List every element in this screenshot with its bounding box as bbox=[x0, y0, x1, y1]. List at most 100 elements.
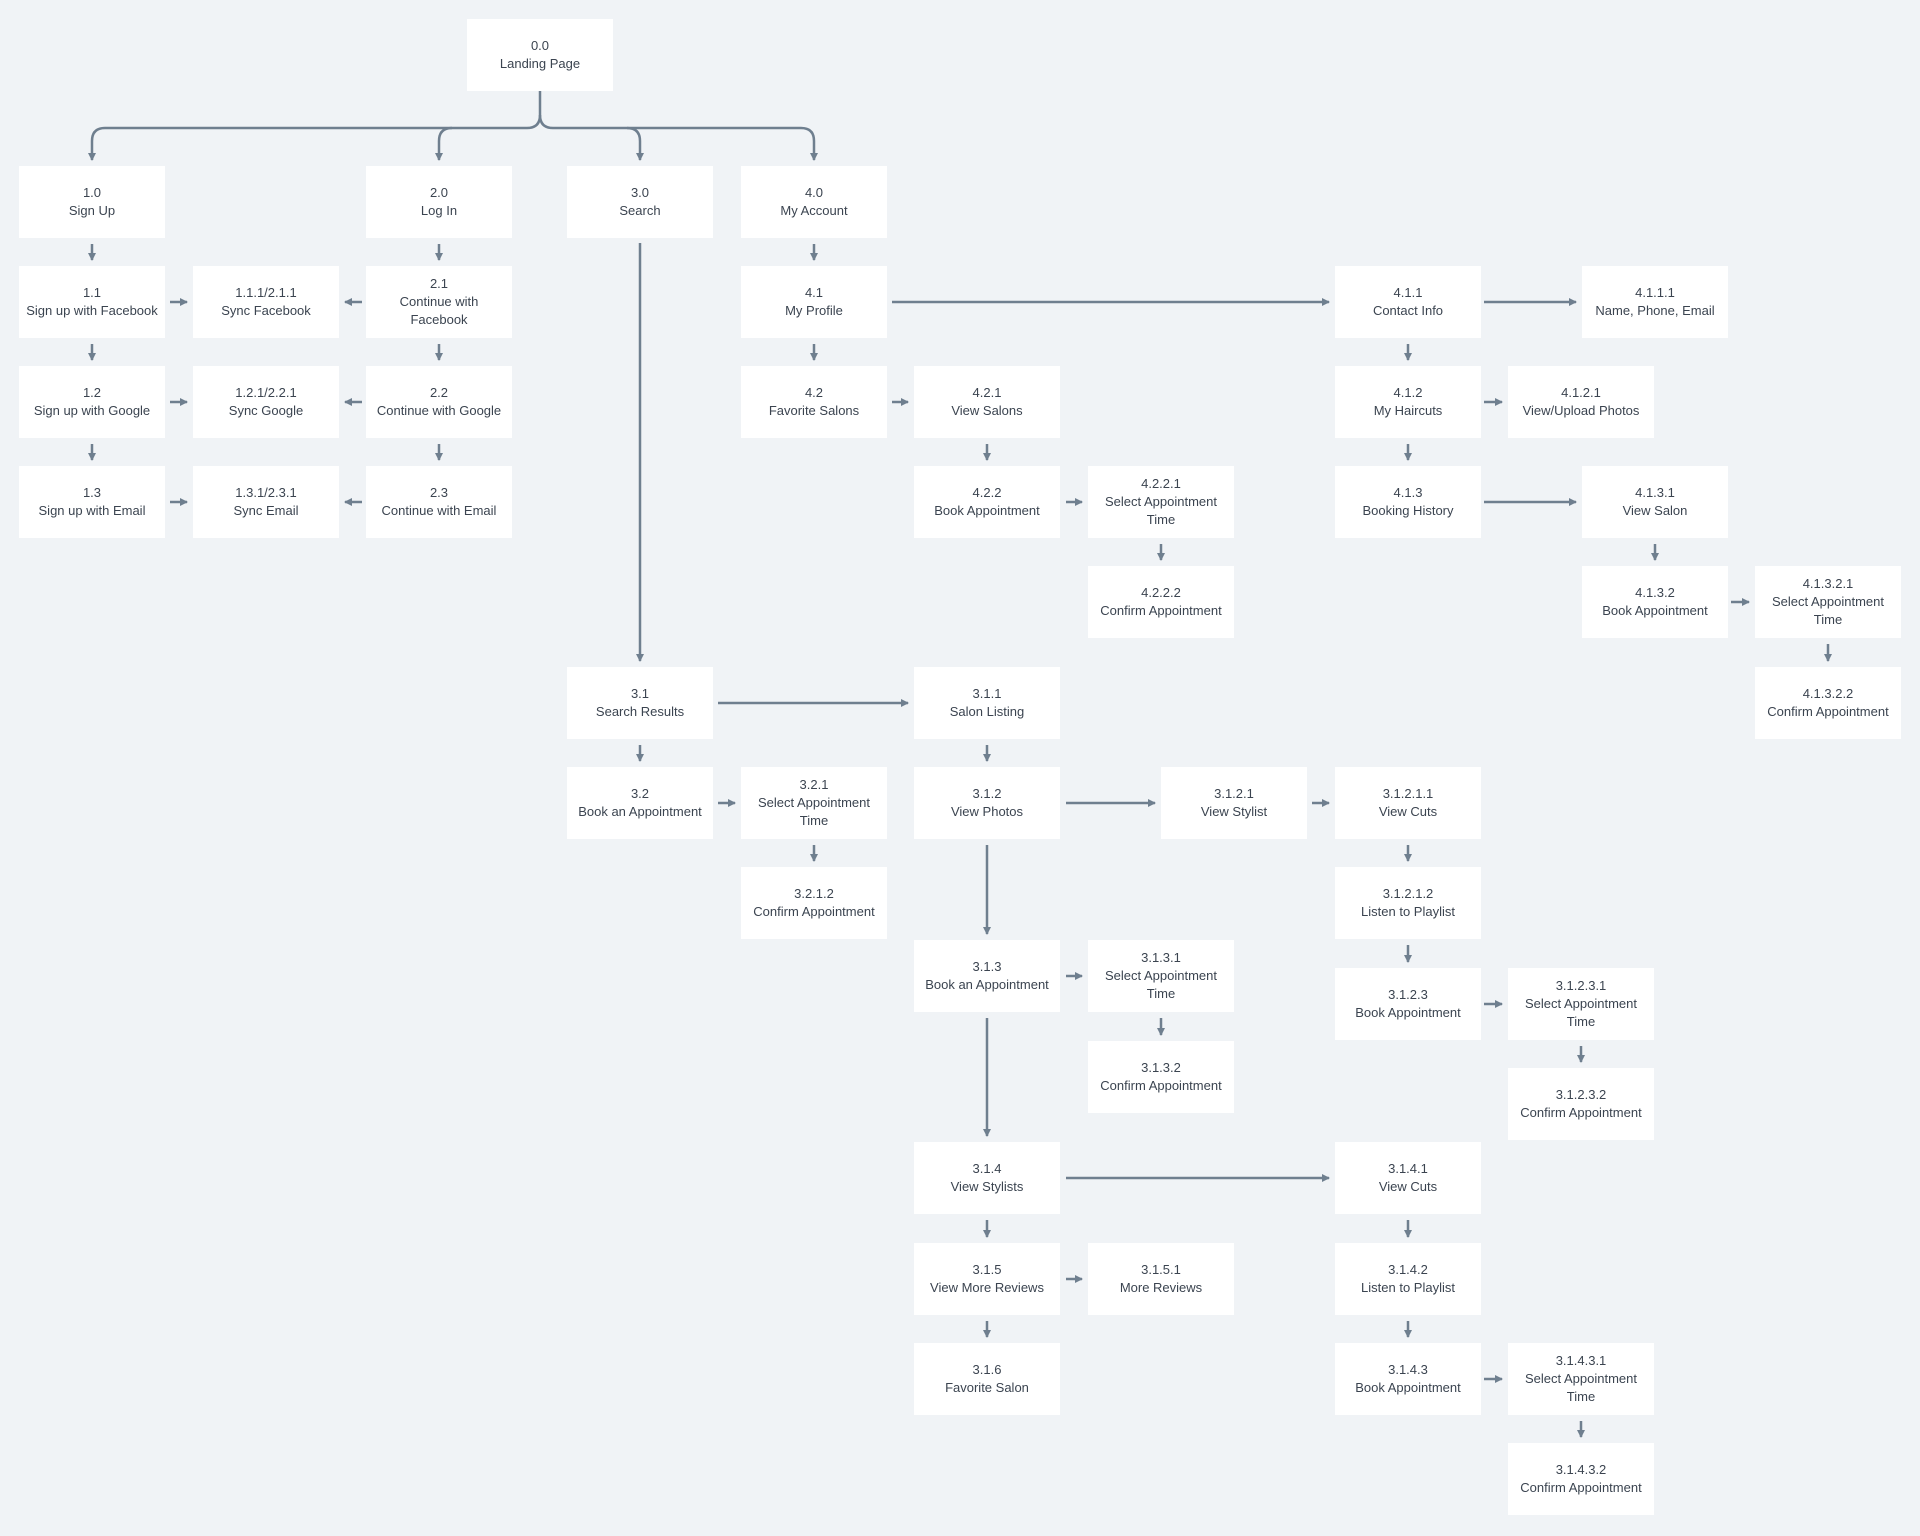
node-label: Select Appointment Time bbox=[1524, 996, 1638, 1029]
node-label: Landing Page bbox=[499, 56, 581, 71]
node-id: 3.1.2 bbox=[972, 786, 1002, 801]
connector-arrow bbox=[435, 126, 453, 161]
node-id: 4.2.2 bbox=[972, 485, 1002, 500]
node-id: 4.1.3.1 bbox=[1635, 485, 1675, 500]
node-id: 2.0 bbox=[429, 185, 449, 200]
node-id: 2.2 bbox=[429, 385, 449, 400]
node-id: 4.1.2 bbox=[1393, 385, 1423, 400]
node-id: 0.0 bbox=[530, 38, 550, 53]
node-label: Sign up with Email bbox=[38, 503, 146, 518]
node-label: Book Appointment bbox=[1602, 603, 1708, 618]
node-label: Book an Appointment bbox=[925, 977, 1049, 992]
node-label: Confirm Appointment bbox=[1767, 704, 1889, 719]
node-id: 1.0 bbox=[82, 185, 102, 200]
node-label: Sign up with Facebook bbox=[26, 303, 158, 318]
node-id: 1.3 bbox=[82, 485, 102, 500]
node-id: 1.2 bbox=[82, 385, 102, 400]
node-id: 3.1.2.3 bbox=[1388, 987, 1428, 1002]
node-label: Search Results bbox=[595, 704, 685, 719]
node-id: 4.1.3 bbox=[1393, 485, 1423, 500]
node-label: Sync Email bbox=[233, 503, 299, 518]
node-id: 1.1.1/2.1.1 bbox=[235, 285, 297, 300]
node-id: 2.3 bbox=[429, 485, 449, 500]
node-label: Confirm Appointment bbox=[1520, 1105, 1642, 1120]
node-id: 4.2 bbox=[804, 385, 824, 400]
node-id: 3.1.5.1 bbox=[1141, 1262, 1181, 1277]
node-label: Confirm Appointment bbox=[1100, 1078, 1222, 1093]
node-id: 3.1.4.3.1 bbox=[1555, 1353, 1607, 1368]
node-id: 3.1.5 bbox=[972, 1262, 1002, 1277]
node-label: Select Appointment Time bbox=[1104, 494, 1218, 527]
node-id: 4.1.1.1 bbox=[1635, 285, 1675, 300]
node-label: Contact Info bbox=[1372, 303, 1444, 318]
node-label: View Salon bbox=[1622, 503, 1688, 518]
node-label: My Account bbox=[780, 203, 848, 218]
node-label: View Stylists bbox=[950, 1179, 1024, 1194]
landing-bracket-connector bbox=[538, 114, 816, 142]
node-label: My Haircuts bbox=[1373, 403, 1443, 418]
node-label: Confirm Appointment bbox=[753, 904, 875, 919]
node-id: 4.2.2.2 bbox=[1141, 585, 1181, 600]
node-label: Sign Up bbox=[68, 203, 116, 218]
node-id: 1.3.1/2.3.1 bbox=[235, 485, 297, 500]
node-id: 3.1.2.3.2 bbox=[1555, 1087, 1607, 1102]
node-label: Book Appointment bbox=[934, 503, 1040, 518]
node-id: 3.1 bbox=[630, 686, 650, 701]
node-id: 4.1.3.2.2 bbox=[1802, 686, 1854, 701]
node-my-haircuts[interactable]: 4.1.2 My Haircuts bbox=[1335, 366, 1481, 438]
